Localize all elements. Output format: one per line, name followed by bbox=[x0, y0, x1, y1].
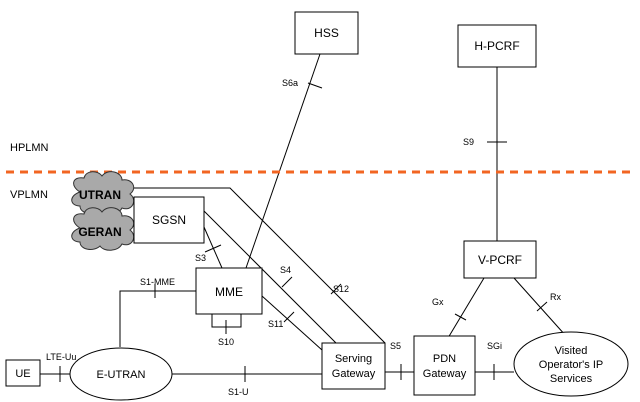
link-s1-mme bbox=[119, 290, 196, 347]
lte-uu-label: LTE-Uu bbox=[46, 352, 76, 362]
tick-s6a bbox=[307, 82, 323, 89]
pdn-gateway-label-line1: PDN bbox=[433, 353, 456, 365]
s4-label: S4 bbox=[280, 265, 291, 275]
link-s6a bbox=[245, 53, 321, 269]
v-pcrf-node: V-PCRF bbox=[463, 240, 537, 279]
ue-label: UE bbox=[15, 368, 30, 380]
tick-s11 bbox=[283, 311, 295, 323]
services-label-line1: Visited bbox=[555, 345, 588, 357]
utran-label: UTRAN bbox=[79, 188, 121, 202]
h-pcrf-node: H-PCRF bbox=[457, 24, 537, 68]
s1-mme-label: S1-MME bbox=[140, 277, 175, 287]
mme-node: MME bbox=[195, 267, 263, 315]
e-utran-label: E-UTRAN bbox=[97, 369, 146, 381]
link-s3 bbox=[203, 226, 223, 269]
tick-rx bbox=[536, 301, 548, 312]
e-utran-node: E-UTRAN bbox=[69, 347, 173, 401]
sgsn-node: SGSN bbox=[133, 196, 205, 244]
mme-label: MME bbox=[215, 285, 243, 299]
s6a-label: S6a bbox=[282, 78, 298, 88]
gx-label: Gx bbox=[432, 297, 444, 307]
tick-gx bbox=[454, 313, 467, 321]
visited-ip-services-node: Visited Operator's IP Services bbox=[513, 331, 629, 397]
rx-label: Rx bbox=[550, 292, 561, 302]
tick-s12 bbox=[330, 283, 342, 295]
hss-node: HSS bbox=[294, 11, 359, 55]
link-rx bbox=[513, 277, 567, 337]
serving-gateway-label-line1: Serving bbox=[335, 353, 372, 365]
vplmn-label: VPLMN bbox=[10, 189, 48, 201]
utran-cloud: UTRAN bbox=[71, 171, 135, 215]
h-pcrf-label: H-PCRF bbox=[474, 39, 519, 53]
sgsn-label: SGSN bbox=[152, 213, 186, 227]
serving-gateway-label-line2: Gateway bbox=[332, 368, 376, 380]
services-label-line2: Operator's IP bbox=[539, 359, 603, 371]
services-label-line3: Services bbox=[550, 373, 593, 385]
s1-u-label: S1-U bbox=[228, 387, 249, 397]
geran-label: GERAN bbox=[78, 225, 121, 239]
s12-label: S12 bbox=[333, 284, 349, 294]
s10-label: S10 bbox=[218, 337, 234, 347]
geran-cloud-shape bbox=[71, 207, 135, 251]
sgi-label: SGi bbox=[487, 341, 502, 351]
link-gx bbox=[444, 277, 485, 344]
s5-label: S5 bbox=[390, 341, 401, 351]
s11-label: S11 bbox=[268, 319, 283, 329]
hplmn-label: HPLMN bbox=[10, 142, 49, 154]
utran-cloud-shape bbox=[71, 171, 135, 215]
serving-gateway-node: Serving Gateway bbox=[321, 342, 386, 390]
tick-s4 bbox=[281, 276, 293, 288]
hss-label: HSS bbox=[314, 26, 339, 40]
v-pcrf-label: V-PCRF bbox=[478, 253, 522, 267]
pdn-gateway-label-line2: Gateway bbox=[423, 368, 467, 380]
interface-ticks bbox=[59, 82, 548, 382]
link-s4 bbox=[203, 210, 337, 344]
pdn-gateway-node: PDN Gateway bbox=[413, 335, 476, 396]
link-s11 bbox=[261, 295, 323, 351]
s9-label: S9 bbox=[463, 137, 474, 147]
interface-labels: S6a S9 S3 S4 S12 S11 S10 S1-MME LTE-Uu S… bbox=[46, 78, 561, 397]
tick-s3 bbox=[204, 244, 222, 253]
geran-cloud: GERAN bbox=[71, 207, 135, 251]
s3-label: S3 bbox=[195, 253, 206, 263]
ue-node: UE bbox=[5, 359, 41, 387]
